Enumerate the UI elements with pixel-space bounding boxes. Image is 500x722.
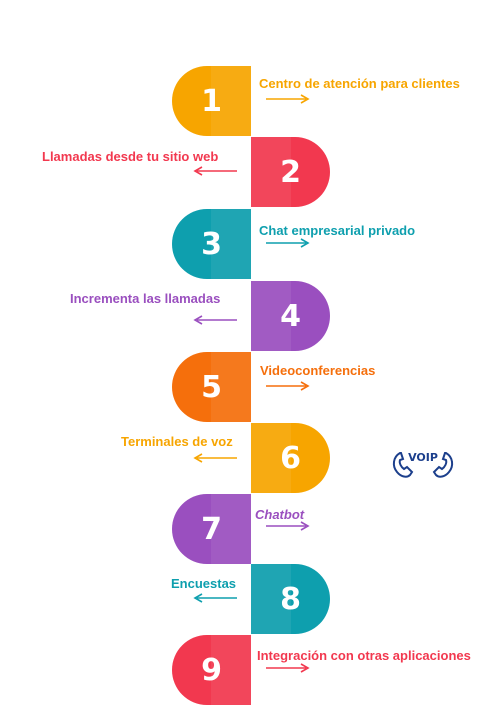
- step-1-arrow-icon: [266, 94, 310, 104]
- step-2-number: 2: [251, 137, 330, 207]
- step-1-number: 1: [172, 66, 251, 136]
- step-9-number: 9: [172, 635, 251, 705]
- step-3-number: 3: [172, 209, 251, 279]
- step-5-arrow-icon: [266, 381, 310, 391]
- step-2-arrow-icon: [193, 166, 237, 176]
- step-7-number: 7: [172, 494, 251, 564]
- step-6-number: 6: [251, 423, 330, 493]
- phone-icon: [392, 452, 454, 478]
- step-7-label: Chatbot: [255, 507, 305, 522]
- step-5-label: Videoconferencias: [260, 363, 376, 378]
- step-1-label: Centro de atención para clientes: [259, 76, 460, 91]
- step-3-label: Chat empresarial privado: [259, 223, 416, 238]
- step-8-number: 8: [251, 564, 330, 634]
- step-6-label: Terminales de voz: [121, 434, 233, 449]
- step-8-label: Encuestas: [171, 576, 237, 591]
- step-9-label: Integración con otras aplicaciones: [257, 648, 471, 663]
- step-4-arrow-icon: [193, 315, 237, 325]
- step-8-arrow-icon: [193, 593, 237, 603]
- voip-logo-text: VOIP: [408, 451, 438, 464]
- step-9-arrow-icon: [266, 663, 310, 673]
- voip-logo: VOIP: [390, 448, 456, 480]
- step-5-number: 5: [172, 352, 251, 422]
- step-2-label: Llamadas desde tu sitio web: [42, 149, 219, 164]
- step-4-number: 4: [251, 281, 330, 351]
- step-3-arrow-icon: [266, 238, 310, 248]
- step-6-arrow-icon: [193, 453, 237, 463]
- step-7-arrow-icon: [266, 521, 310, 531]
- step-4-label: Incrementa las llamadas: [70, 291, 221, 306]
